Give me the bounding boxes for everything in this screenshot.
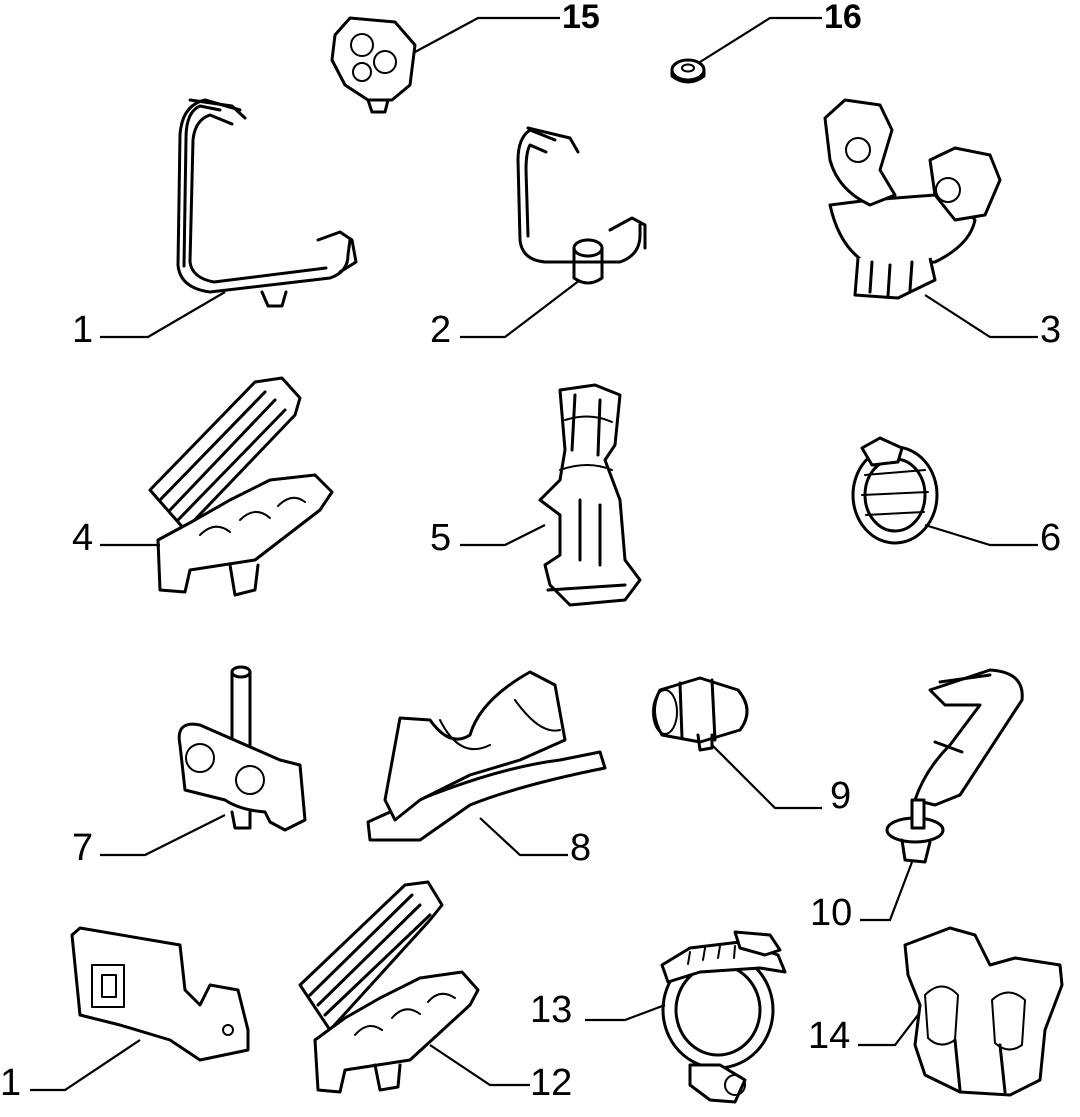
leader-6 — [924, 523, 1038, 547]
callout-16: 16 — [824, 0, 862, 36]
callout-15: 15 — [562, 0, 600, 36]
leader-15 — [414, 16, 560, 53]
callout-2: 2 — [430, 309, 451, 351]
part-7-pin-clip — [177, 665, 307, 832]
part-16-washer — [670, 58, 706, 84]
callout-14: 14 — [808, 1015, 850, 1057]
leader-7 — [100, 814, 226, 857]
part-15-clip — [330, 16, 417, 114]
leader-1 — [100, 291, 226, 339]
callout-3: 3 — [1040, 309, 1061, 351]
leader-3 — [924, 294, 1038, 339]
leader-2 — [460, 279, 581, 339]
leader-9 — [711, 744, 822, 810]
part-10-push-pin-strap — [885, 668, 1024, 864]
part-1b-angle-bracket — [70, 926, 250, 1062]
leader-14 — [858, 1014, 919, 1047]
part-6-hose-clamp — [851, 436, 939, 545]
leader-10 — [860, 861, 914, 922]
callout-1b: 1 — [0, 1062, 21, 1104]
leader-16 — [699, 16, 822, 63]
leader-12 — [429, 1044, 530, 1087]
callout-1: 1 — [72, 309, 93, 351]
part-3-double-clip — [823, 98, 1002, 300]
part-12-hinged-clip — [298, 880, 480, 1094]
part-13-ring-clamp — [660, 930, 787, 1104]
part-5-upright-clip — [538, 383, 642, 607]
part-14-tie-clip — [903, 926, 1064, 1097]
callout-4: 4 — [72, 517, 93, 559]
part-8-saddle-clip — [366, 670, 607, 842]
callout-7: 7 — [72, 827, 93, 869]
callout-5: 5 — [430, 517, 451, 559]
leader-8 — [479, 817, 568, 857]
callout-10: 10 — [810, 892, 852, 934]
leader-5 — [460, 524, 546, 547]
callout-9: 9 — [830, 775, 851, 817]
part-2-bracket — [516, 126, 647, 285]
callout-8: 8 — [570, 827, 591, 869]
part-4-hinged-clip — [148, 376, 334, 597]
callout-13: 13 — [530, 989, 572, 1031]
leader-1b — [30, 1039, 141, 1092]
part-1-bracket — [176, 98, 358, 308]
callout-6: 6 — [1040, 517, 1061, 559]
part-9-cylinder-clip — [652, 676, 749, 752]
callout-12: 12 — [530, 1062, 572, 1104]
leader-13 — [585, 1003, 666, 1022]
